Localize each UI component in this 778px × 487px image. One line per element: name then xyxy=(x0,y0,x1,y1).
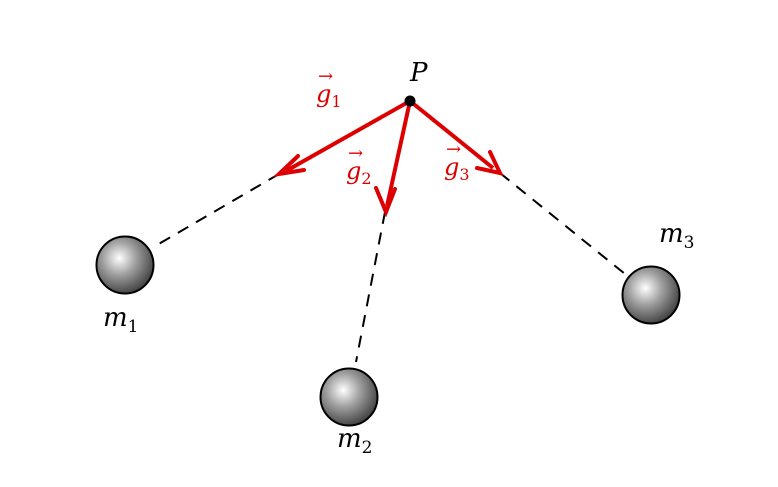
vector-g3 xyxy=(408,99,504,176)
svg-text:→: → xyxy=(318,66,333,87)
svg-text:g1: g1 xyxy=(316,80,342,111)
point-p-label: P xyxy=(409,58,428,88)
svg-text:→: → xyxy=(446,139,461,160)
dashed-line-m3 xyxy=(499,172,631,279)
mass-sphere-m2 xyxy=(319,367,379,427)
mass-sphere-m1 xyxy=(95,235,155,295)
mass-label-m3: m3 xyxy=(659,219,694,253)
point-p-dot xyxy=(404,95,416,107)
vector-label-g1: → g1 xyxy=(316,66,342,111)
vector-label-g2: → g2 xyxy=(346,143,372,188)
svg-text:g2: g2 xyxy=(346,157,372,188)
dashed-line-m1 xyxy=(156,173,280,246)
svg-text:g3: g3 xyxy=(444,153,470,184)
vector-label-g3: → g3 xyxy=(444,139,470,184)
vector-g2 xyxy=(374,100,412,218)
dashed-line-m2 xyxy=(355,211,386,363)
mass-sphere-m3 xyxy=(621,265,681,325)
svg-text:→: → xyxy=(348,143,363,164)
vector-g1 xyxy=(272,99,411,177)
mass-label-m2: m2 xyxy=(337,424,372,458)
mass-label-m1: m1 xyxy=(103,303,138,337)
